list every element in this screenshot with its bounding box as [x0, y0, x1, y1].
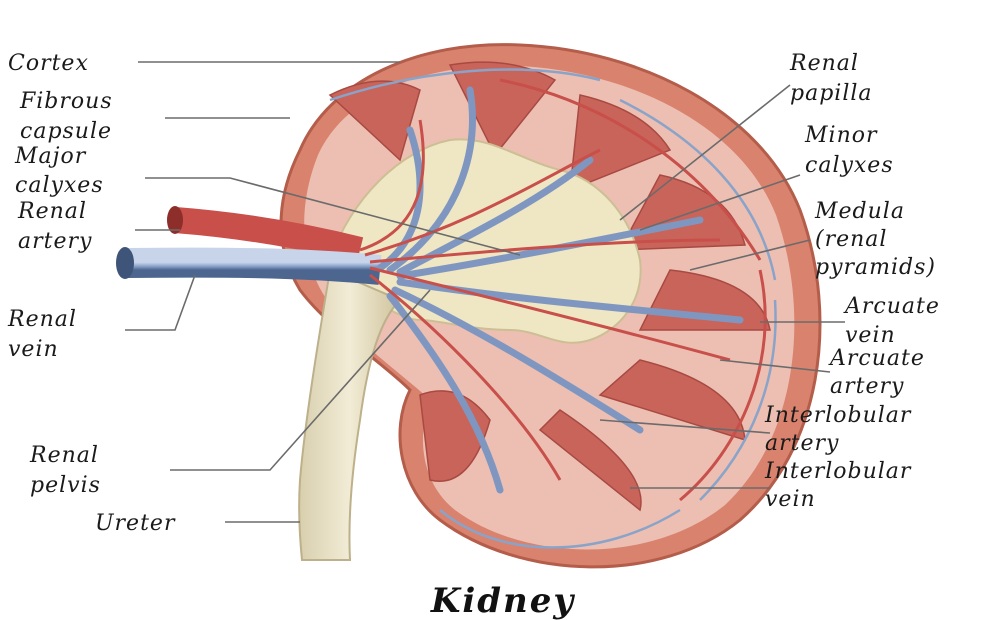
label-medula: Medula (renal pyramids): [814, 199, 936, 280]
leader-renal-vein: [125, 275, 195, 330]
renal-vein-shape: [116, 247, 380, 279]
label-renal-papilla: Renal papilla: [789, 51, 873, 106]
label-interlobular-vein: Interlobular vein: [764, 459, 919, 512]
label-arcuate-vein: Arcuate vein: [843, 294, 948, 348]
label-renal-pelvis: Renal pelvis: [29, 443, 107, 498]
label-ureter: Ureter: [95, 511, 176, 536]
label-minor-calyxes: Minor calyxes: [804, 123, 894, 178]
label-arcuate-artery: Arcuate artery: [828, 346, 933, 399]
diagram-title: Kidney: [430, 581, 576, 620]
label-renal-vein: Renal vein: [7, 307, 85, 362]
label-renal-artery: Renal artery: [17, 199, 95, 254]
label-cortex: Cortex: [8, 51, 89, 76]
ureter-shape: [299, 270, 400, 560]
label-fibrous-capsule: Fibrous capsule: [19, 89, 121, 144]
label-major-calyxes: Major calyxes: [14, 144, 104, 198]
